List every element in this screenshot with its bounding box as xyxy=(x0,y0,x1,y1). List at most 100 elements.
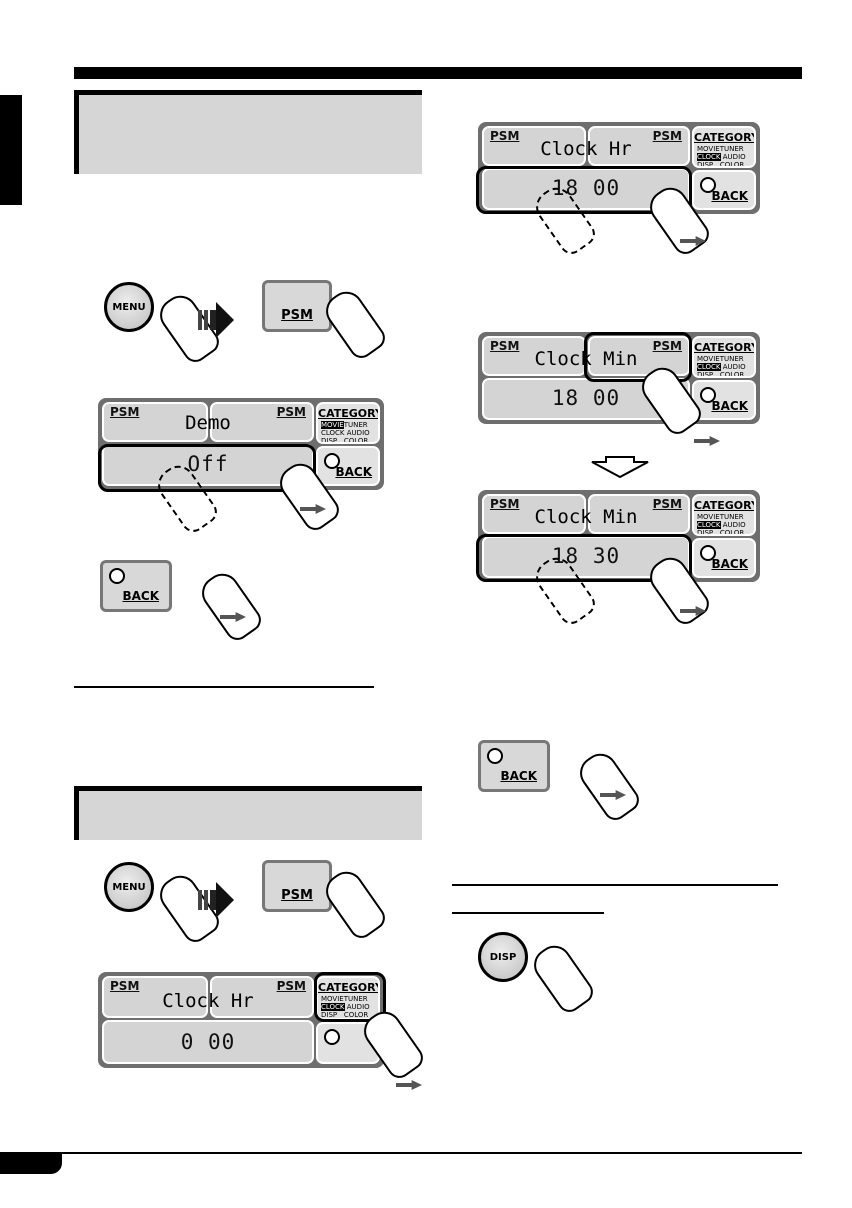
category-disp: DISP xyxy=(697,161,714,168)
category-row-3: DISP COLOR xyxy=(321,437,369,444)
category-row-1: MOVIETUNER xyxy=(697,513,744,521)
swipe-arrow-icon xyxy=(680,236,706,246)
category-audio: AUDIO xyxy=(346,1003,370,1011)
category-cell[interactable]: CATEGORY MOVIETUNER CLOCK AUDIO DISP COL… xyxy=(316,402,380,444)
lcd-top-left[interactable]: PSM xyxy=(102,402,208,442)
step-arrow-icon xyxy=(198,882,234,918)
category-clock: CLOCK xyxy=(321,429,345,437)
category-row-1: MOVIETUNER xyxy=(697,145,744,153)
back-cell[interactable]: BACK xyxy=(692,380,756,420)
back-cell[interactable]: BACK xyxy=(316,446,380,486)
top-rule xyxy=(74,67,802,79)
knob-icon xyxy=(700,387,716,403)
category-row-1: MOVIETUNER xyxy=(697,355,744,363)
note-underline xyxy=(74,686,374,688)
category-row-1: MOVIETUNER xyxy=(321,995,368,1003)
category-row-2: CLOCK AUDIO xyxy=(321,429,370,437)
psm-button[interactable]: PSM xyxy=(262,280,332,332)
psm-tag: PSM xyxy=(276,405,306,419)
category-disp: DISP xyxy=(321,1011,338,1019)
highlight-frame xyxy=(476,534,692,582)
section-heading-clock xyxy=(74,786,422,840)
category-tuner: TUNER xyxy=(719,145,744,153)
disp-button[interactable]: DISP xyxy=(478,932,528,982)
psm-tag: PSM xyxy=(652,497,682,511)
category-movie: MOVIE xyxy=(697,355,720,363)
psm-tag: PSM xyxy=(110,405,140,419)
lcd-title: Clock Hr xyxy=(162,990,254,1012)
lcd-top-right[interactable]: PSM xyxy=(210,402,314,442)
bottom-rule xyxy=(0,1152,802,1154)
category-title: CATEGORY xyxy=(318,981,380,994)
category-cell[interactable]: CATEGORY MOVIETUNER CLOCK AUDIO DISP COL… xyxy=(692,126,756,168)
category-row-2: CLOCK AUDIO xyxy=(697,363,746,371)
back-tag: BACK xyxy=(711,189,748,203)
psm-tag: PSM xyxy=(490,129,520,143)
psm-button[interactable]: PSM xyxy=(262,860,332,912)
back-tag: BACK xyxy=(711,399,748,413)
category-row-2: CLOCK AUDIO xyxy=(697,521,746,529)
category-clock: CLOCK xyxy=(697,363,721,371)
category-color: COLOR xyxy=(719,371,745,378)
category-audio: AUDIO xyxy=(722,153,746,161)
note-underline-2b xyxy=(452,912,604,914)
category-clock: CLOCK xyxy=(321,1003,345,1011)
lcd-top-right[interactable]: PSM xyxy=(588,126,690,166)
category-tuner: TUNER xyxy=(719,513,744,521)
finger-icon xyxy=(573,747,644,825)
category-cell[interactable]: CATEGORY MOVIETUNER CLOCK AUDIO DISP COL… xyxy=(692,336,756,378)
lcd-clock-hr-set: PSM PSM Clock Hr 18 00 CATEGORY MOVIETUN… xyxy=(478,122,760,214)
category-title: CATEGORY xyxy=(694,131,756,144)
highlight-frame xyxy=(314,972,386,1022)
category-title: CATEGORY xyxy=(694,499,756,512)
lcd-title: Demo xyxy=(185,412,231,434)
lcd-top-right[interactable]: PSM xyxy=(588,494,690,534)
back-button[interactable]: BACK xyxy=(100,560,172,612)
swipe-arrow-icon xyxy=(300,504,326,514)
category-audio: AUDIO xyxy=(346,429,370,437)
back-button[interactable]: BACK xyxy=(478,740,550,792)
highlight-frame xyxy=(476,166,692,214)
down-arrow-icon xyxy=(591,456,649,478)
category-title: CATEGORY xyxy=(694,341,756,354)
lcd-top-right[interactable]: PSM xyxy=(210,976,314,1018)
menu-button[interactable]: MENU xyxy=(104,862,154,912)
category-row-3: DISP COLOR xyxy=(697,161,745,168)
swipe-arrow-icon xyxy=(600,790,626,800)
lcd-title: Clock Min xyxy=(534,506,638,528)
category-disp: DISP xyxy=(697,371,714,378)
back-tag: BACK xyxy=(335,465,372,479)
language-tab xyxy=(0,95,22,205)
lcd-top-left[interactable]: PSM xyxy=(482,126,586,166)
category-color: COLOR xyxy=(343,1011,369,1019)
menu-button[interactable]: MENU xyxy=(104,282,154,332)
menu-label: MENU xyxy=(112,881,146,893)
note-underline-2a xyxy=(452,884,778,886)
category-disp: DISP xyxy=(321,437,338,444)
knob-icon xyxy=(700,545,716,561)
category-row-1: MOVIETUNER xyxy=(321,421,368,429)
knob-icon xyxy=(487,748,503,764)
category-cell[interactable]: CATEGORY MOVIETUNER CLOCK AUDIO DISP COL… xyxy=(692,494,756,536)
lcd-bottom[interactable]: 0 00 xyxy=(102,1020,314,1064)
category-tuner: TUNER xyxy=(719,355,744,363)
lcd-value: 0 00 xyxy=(180,1030,236,1054)
step-arrow-icon xyxy=(198,302,234,338)
psm-label: PSM xyxy=(281,308,313,323)
category-row-2: CLOCK AUDIO xyxy=(321,1003,370,1011)
disp-label: DISP xyxy=(489,951,517,963)
menu-label: MENU xyxy=(112,301,146,313)
category-color: COLOR xyxy=(719,161,745,168)
category-audio: AUDIO xyxy=(722,363,746,371)
lcd-top-left[interactable]: PSM xyxy=(102,976,208,1018)
category-color: COLOR xyxy=(719,529,745,536)
lcd-top-right[interactable]: PSM xyxy=(588,336,690,376)
back-cell[interactable]: BACK xyxy=(692,538,756,578)
finger-icon xyxy=(527,939,598,1017)
category-row-3: DISP COLOR xyxy=(321,1011,369,1019)
lcd-top-left[interactable]: PSM xyxy=(482,494,586,534)
lcd-bottom[interactable]: Off xyxy=(102,444,314,486)
lcd-title: Clock Hr xyxy=(540,138,632,160)
category-color: COLOR xyxy=(343,437,369,444)
back-cell[interactable]: BACK xyxy=(692,170,756,210)
